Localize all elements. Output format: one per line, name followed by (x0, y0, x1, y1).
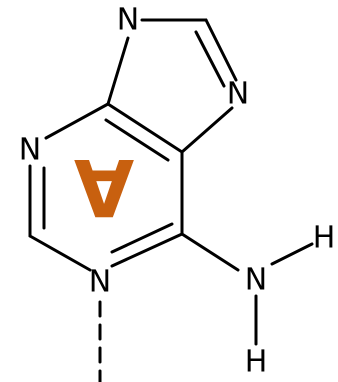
bond-c4-c5 (106, 102, 184, 154)
bond-c8-n7-double (194, 30, 226, 88)
bond-n6-h6a (270, 242, 314, 266)
bond-n7-c5 (180, 106, 234, 154)
atom-n3: N (19, 133, 41, 168)
base-letter-mark: A (74, 141, 134, 231)
atom-n9: N (117, 3, 139, 38)
bond-c4-n9 (106, 36, 130, 106)
atom-labels: N N N N N H H (19, 3, 336, 380)
bond-c4-n3 (44, 102, 110, 140)
atom-n7: N (227, 77, 249, 112)
atom-h6b: H (245, 345, 268, 380)
bonds (28, 18, 314, 382)
bond-c6-n6 (180, 232, 240, 272)
bond-c8-n7 (204, 18, 238, 82)
bond-c2-n1 (28, 234, 92, 272)
atom-h6a: H (313, 221, 336, 256)
atom-n1: N (89, 265, 111, 300)
bond-n1-c6 (110, 232, 184, 268)
bond-n1-c6-double (110, 222, 174, 254)
bond-c4-c5-double (104, 118, 170, 162)
atom-n6: N (245, 263, 267, 298)
